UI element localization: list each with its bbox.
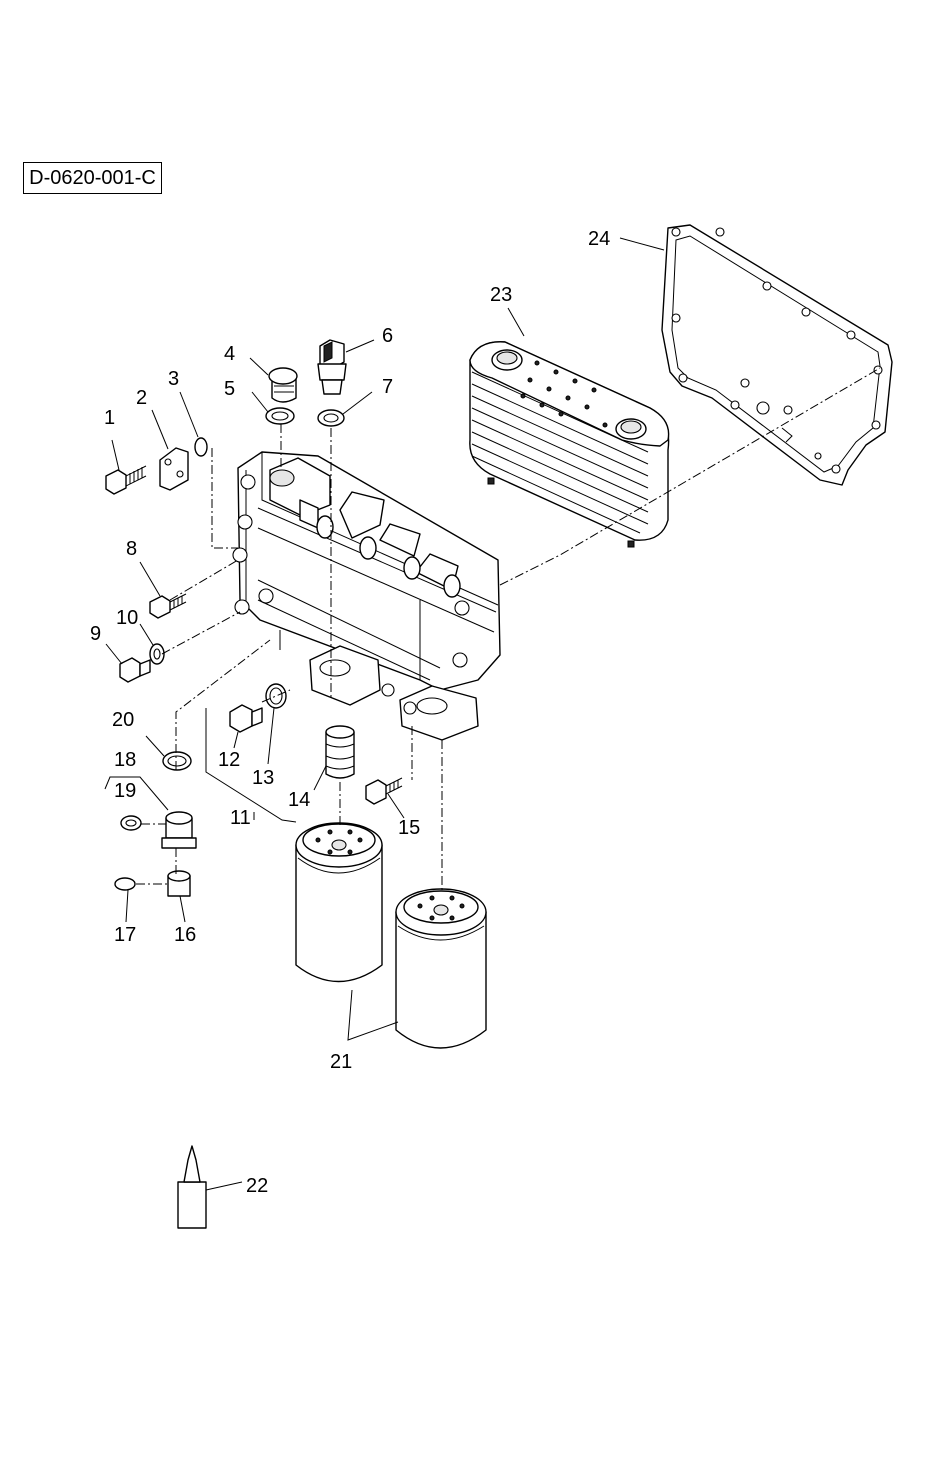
callout-15: 15 — [398, 817, 420, 839]
part-15-bolt[interactable] — [366, 778, 404, 818]
callout-20: 20 — [112, 709, 134, 731]
callout-8: 8 — [126, 538, 137, 560]
part-6-oil-pressure-switch[interactable] — [318, 340, 374, 394]
callout-13: 13 — [252, 767, 274, 789]
leader-24 — [620, 238, 664, 250]
part-1-bolt[interactable] — [106, 440, 146, 494]
callout-2: 2 — [136, 387, 147, 409]
callout-4: 4 — [224, 343, 235, 365]
callout-7: 7 — [382, 376, 393, 398]
part-3-o-ring[interactable] — [180, 392, 207, 456]
part-2-cover-plate[interactable] — [152, 410, 188, 490]
part-8-bolt[interactable] — [140, 562, 186, 618]
callout-10: 10 — [116, 607, 138, 629]
leader-23 — [508, 308, 524, 336]
callout-21: 21 — [330, 1051, 352, 1073]
callout-19: 19 — [114, 780, 136, 802]
part-13-o-ring[interactable] — [266, 684, 286, 764]
callout-17: 17 — [114, 924, 136, 946]
part-12-plug[interactable] — [230, 705, 262, 748]
callout-14: 14 — [288, 789, 310, 811]
part-20-seal-ring[interactable] — [146, 736, 191, 770]
part-17-o-ring[interactable] — [115, 878, 135, 922]
callout-23: 23 — [490, 284, 512, 306]
callout-11: 11 — [230, 807, 251, 829]
callout-3: 3 — [168, 368, 179, 390]
callout-18: 18 — [114, 749, 136, 771]
part-23-oil-cooler[interactable] — [470, 342, 669, 547]
callout-24: 24 — [588, 228, 610, 250]
part-14-threaded-nipple[interactable] — [314, 726, 354, 790]
callout-12: 12 — [218, 749, 240, 771]
callout-9: 9 — [90, 623, 101, 645]
callout-1: 1 — [104, 407, 115, 429]
callout-5: 5 — [224, 378, 235, 400]
part-24-gasket[interactable] — [662, 225, 892, 485]
callout-6: 6 — [382, 325, 393, 347]
part-21-oil-filter-left[interactable] — [296, 823, 382, 982]
callout-22: 22 — [246, 1175, 268, 1197]
part-4-plug[interactable] — [250, 358, 297, 402]
part-22-sealant-tube[interactable] — [178, 1146, 242, 1228]
callout-16: 16 — [174, 924, 196, 946]
part-16-valve-cap[interactable] — [168, 871, 190, 922]
part-10-washer[interactable] — [140, 624, 164, 664]
part-7-seal-ring[interactable] — [318, 392, 372, 426]
part-9-plug[interactable] — [106, 644, 150, 682]
